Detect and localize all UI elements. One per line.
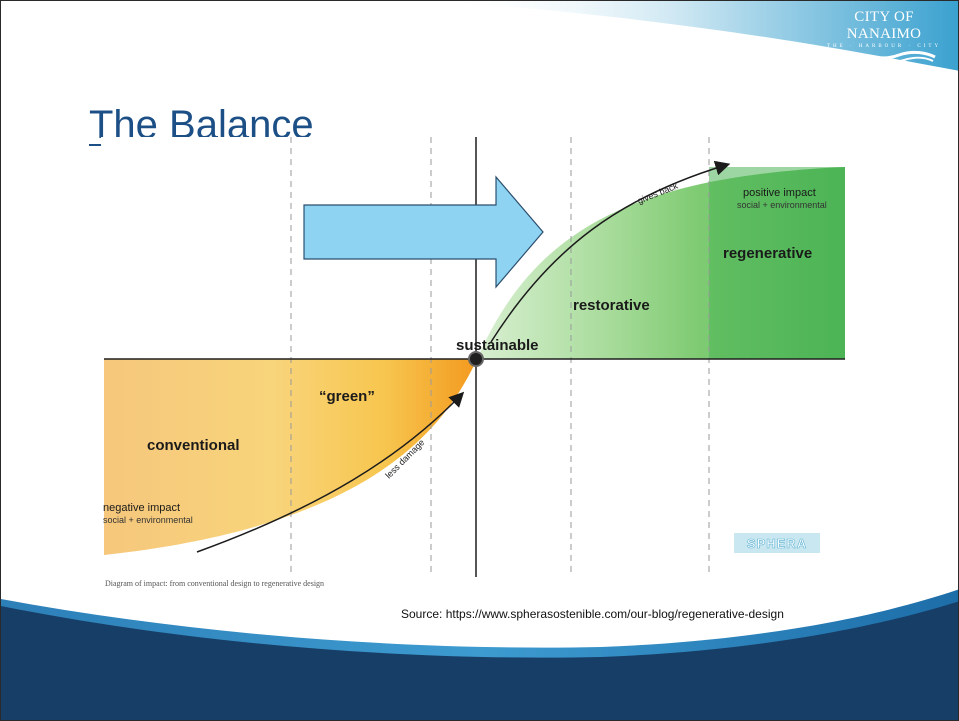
negative-impact-label: negative impact bbox=[103, 502, 180, 514]
negative-impact-sub: social + environmental bbox=[103, 515, 193, 525]
sustainable-point bbox=[468, 351, 484, 367]
wave-icon bbox=[833, 50, 936, 67]
diagram-caption: Diagram of impact: from conventional des… bbox=[105, 579, 325, 588]
gives-back-arrow bbox=[490, 160, 731, 343]
sphera-brand: SPHERA bbox=[747, 536, 807, 551]
sphera-badge bbox=[734, 533, 820, 553]
top-band bbox=[441, 1, 958, 71]
source-citation: Source: https://www.spherasostenible.com… bbox=[401, 607, 784, 621]
city-logo: CITY OF NANAIMO THE · HARBOUR · CITY bbox=[820, 9, 948, 67]
sustainable-label: sustainable bbox=[456, 337, 539, 354]
impact-diagram-svg: sustainable restorative regenerative pos… bbox=[101, 137, 847, 607]
stage-dividers bbox=[290, 137, 710, 577]
green-label: “green” bbox=[319, 388, 375, 405]
logo-text: CITY OF NANAIMO bbox=[846, 9, 922, 42]
regenerative-zone bbox=[709, 167, 845, 359]
regenerative-label: regenerative bbox=[723, 245, 812, 262]
conventional-label: conventional bbox=[147, 437, 240, 454]
direction-arrow bbox=[303, 175, 544, 289]
positive-impact-sub: social + environmental bbox=[737, 200, 827, 210]
less-damage-arrow bbox=[196, 391, 465, 553]
impact-diagram: sustainable restorative regenerative pos… bbox=[101, 137, 847, 607]
positive-impact-label: positive impact bbox=[743, 187, 816, 199]
logo-tagline: THE · HARBOUR · CITY bbox=[826, 44, 942, 49]
restorative-label: restorative bbox=[573, 297, 650, 314]
bottom-band bbox=[1, 601, 958, 720]
